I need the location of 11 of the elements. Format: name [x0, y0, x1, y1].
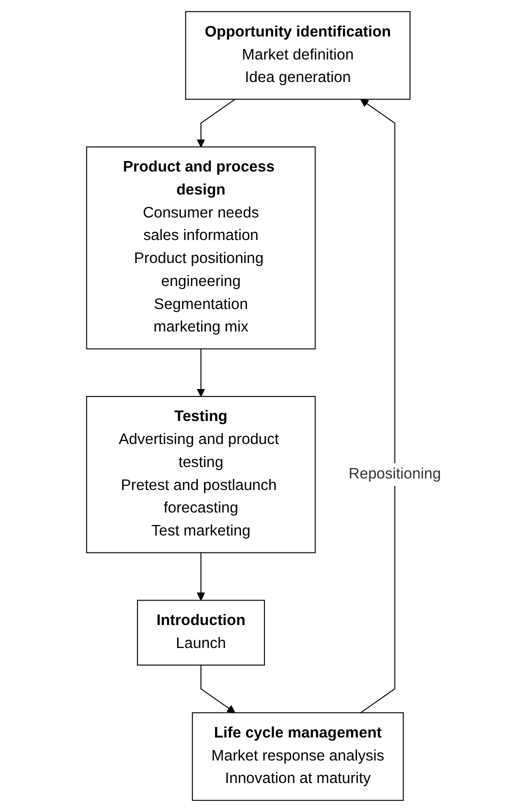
- edge-label: Repositioning: [348, 466, 442, 482]
- arrow: [196, 98, 236, 148]
- arrow: [196, 348, 206, 397]
- node-box: Life cycle management Market response analysis Innovation at maturity: [192, 712, 404, 801]
- arrow: [196, 552, 206, 601]
- arrow: [360, 98, 396, 714]
- node-box: Opportunity identification Market definition Idea generation: [185, 11, 411, 100]
- node-box: Testing Advertising and product testing Pretest and postlaunch forecasting Test marketing: [86, 396, 316, 554]
- arrow: [200, 664, 236, 714]
- node-box: Introduction Launch: [137, 600, 266, 666]
- node-box: Product and process design Consumer needs sales information Product positioning engineering Segmentation marketing mix: [86, 146, 316, 350]
